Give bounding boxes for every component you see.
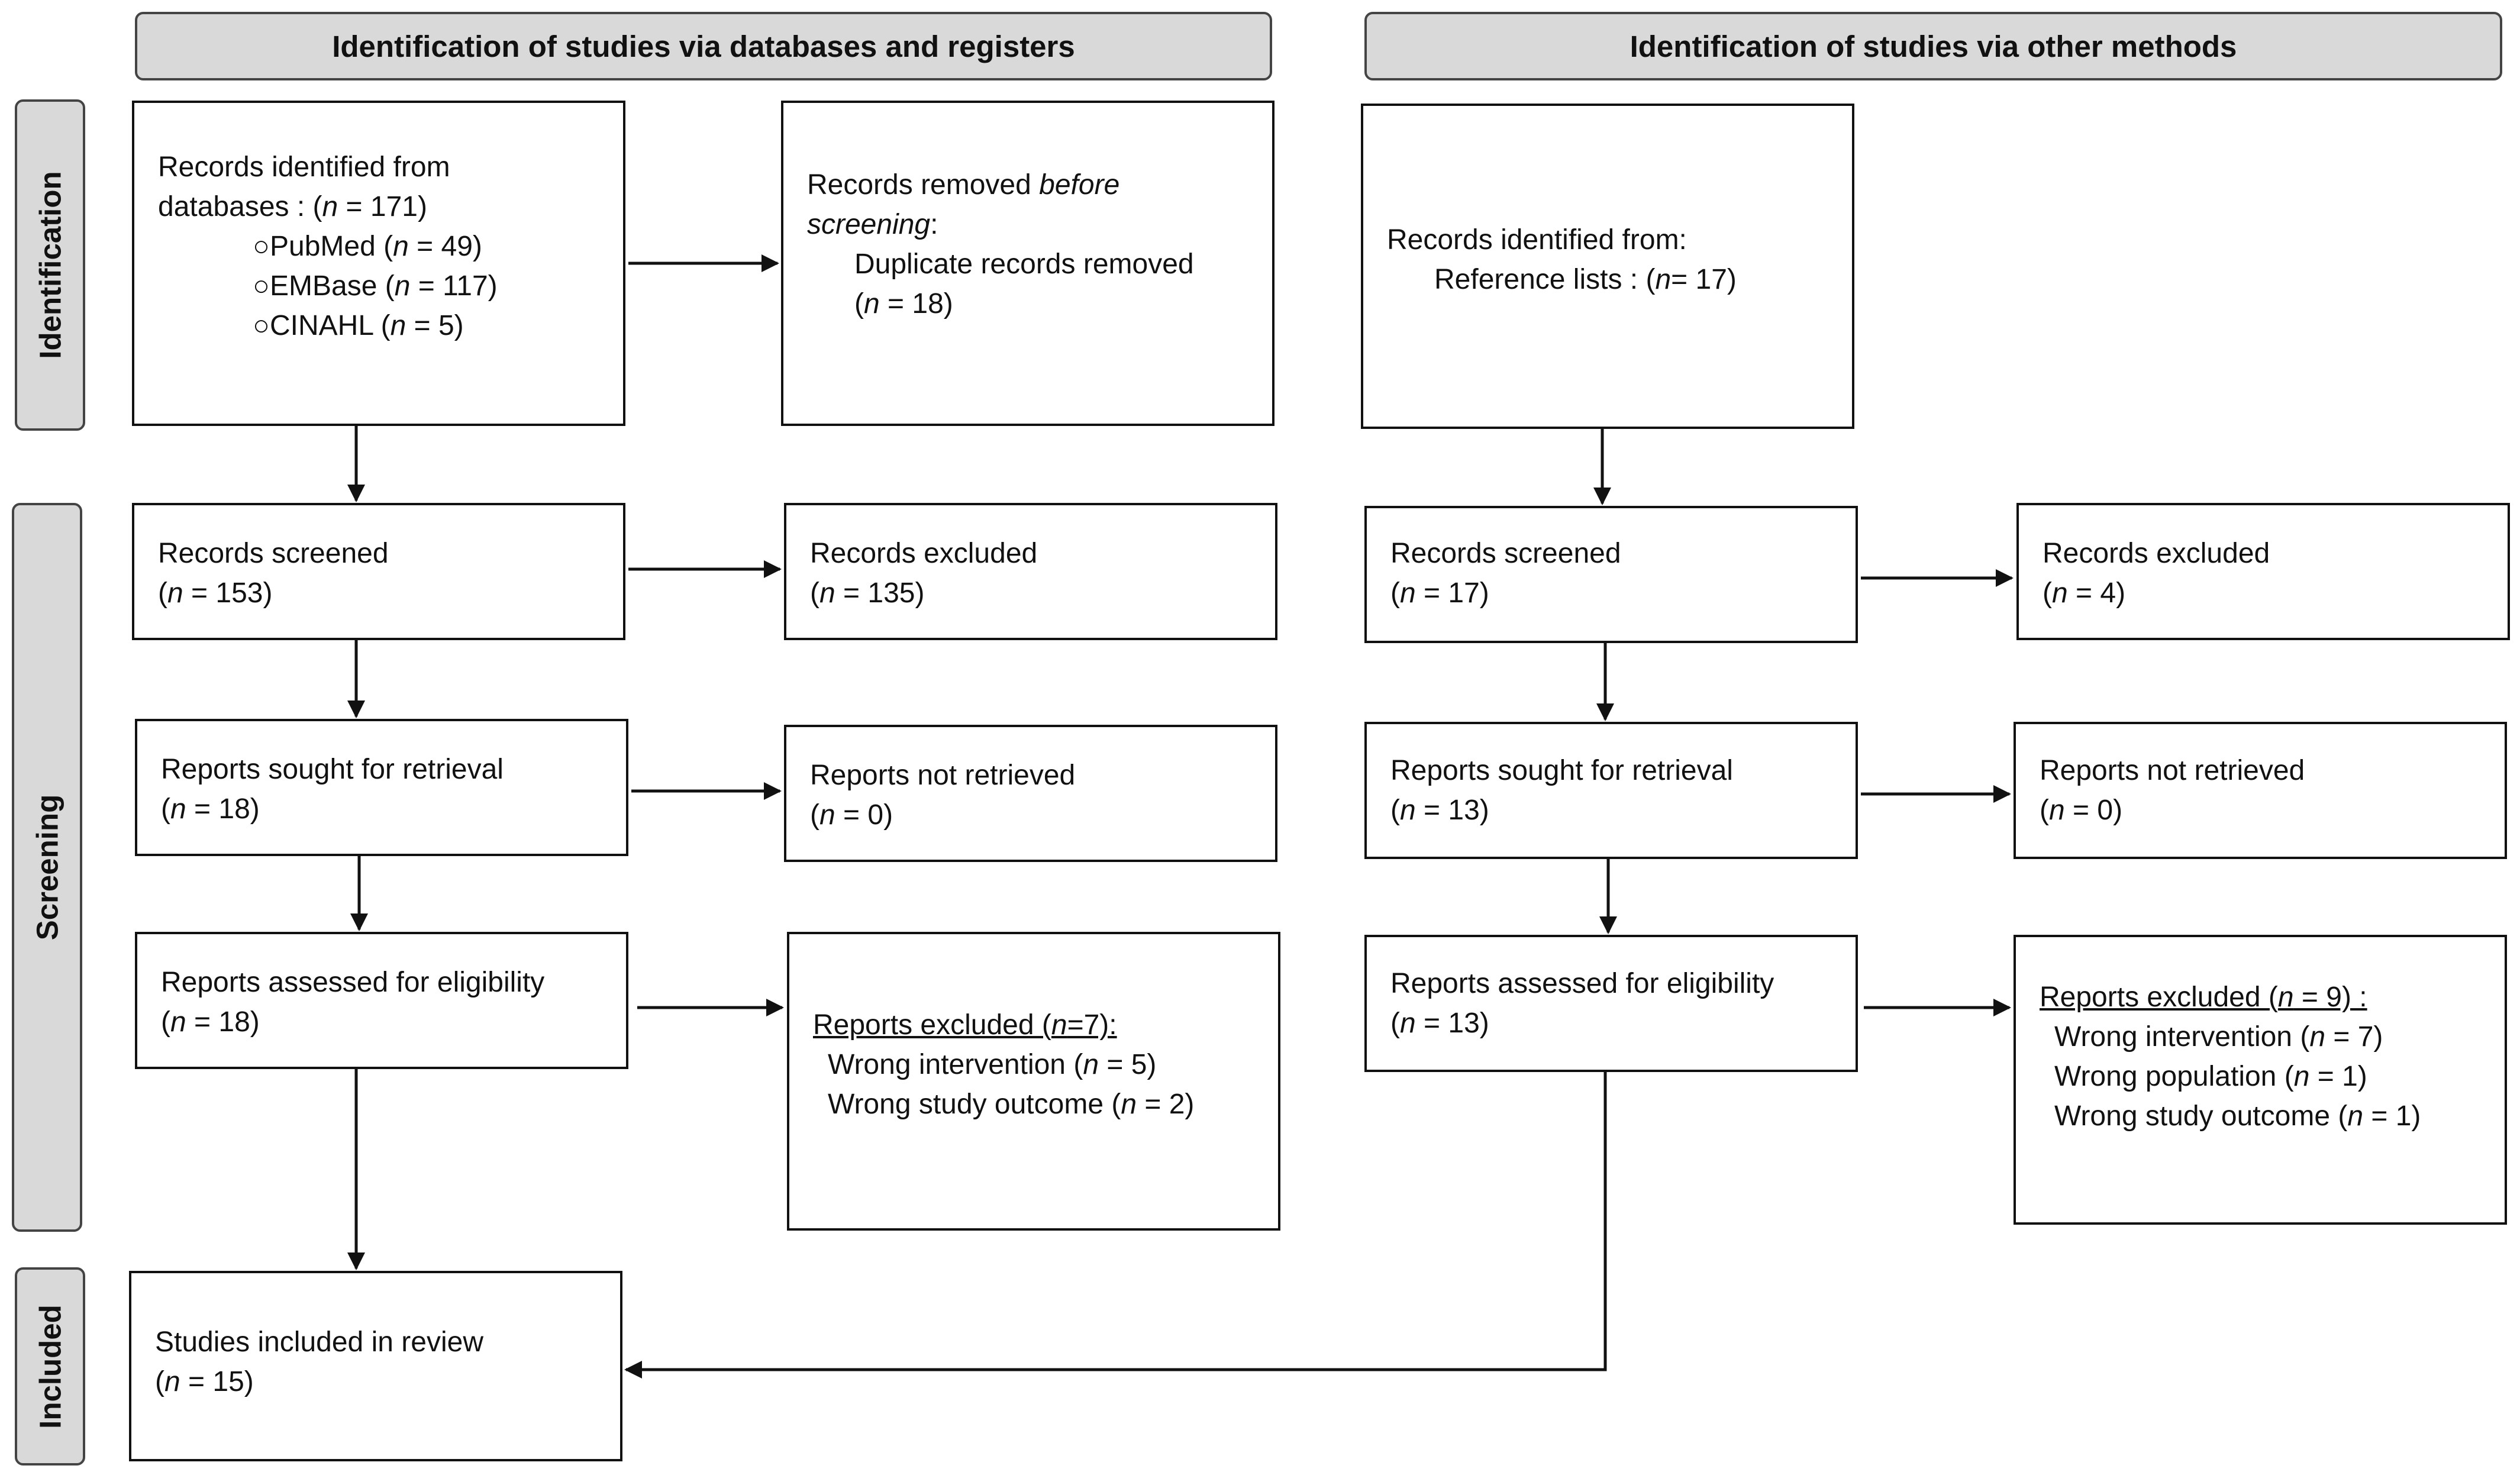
- text-line: Reports not retrieved: [2040, 755, 2305, 786]
- box-studies-included: Studies included in review (n = 15): [129, 1271, 622, 1461]
- text-line: (n = 13): [1390, 1008, 1489, 1039]
- source-embase: ○EMBase (n = 117): [253, 270, 498, 302]
- text-line: (n = 17): [1390, 577, 1489, 609]
- stage-identification: Identification: [15, 99, 85, 431]
- box-reports-assessed-right: Reports assessed for eligibility (n = 13…: [1364, 935, 1858, 1072]
- text-line: (n = 153): [158, 577, 273, 609]
- text-line: Records excluded: [2043, 538, 2270, 569]
- box-reports-assessed-left: Reports assessed for eligibility (n = 18…: [135, 932, 628, 1069]
- reason-item: Wrong intervention (n = 5): [828, 1049, 1157, 1080]
- text-line: Records excluded: [810, 538, 1038, 569]
- text-line: screening:: [807, 209, 938, 240]
- box-reports-excluded-right: Reports excluded (n = 9) : Wrong interve…: [2014, 935, 2507, 1225]
- box-records-screened-left: Records screened (n = 153): [132, 503, 625, 640]
- reason-item: Wrong population (n = 1): [2054, 1061, 2367, 1092]
- box-reports-not-retrieved-left: Reports not retrieved (n = 0): [784, 725, 1277, 862]
- reason-item: Wrong study outcome (n = 2): [828, 1089, 1195, 1120]
- reason-item: Wrong study outcome (n = 1): [2054, 1100, 2421, 1132]
- text-line: Records identified from: [158, 151, 450, 183]
- text-line: Reference lists : (n= 17): [1434, 264, 1737, 295]
- source-cinahl: ○CINAHL (n = 5): [253, 310, 464, 341]
- text-line: (n = 18): [161, 793, 260, 825]
- text-line: Studies included in review: [155, 1326, 483, 1358]
- box-records-excluded-left: Records excluded (n = 135): [784, 503, 1277, 640]
- box-records-identified-databases: Records identified from databases : (n =…: [132, 101, 625, 426]
- text-line: Records screened: [1390, 538, 1621, 569]
- text-line: Reports excluded (n = 9) :: [2040, 982, 2367, 1013]
- header-databases-registers: Identification of studies via databases …: [135, 12, 1272, 80]
- stage-included: Included: [15, 1267, 85, 1465]
- text-line: (n = 18): [854, 288, 953, 319]
- text-line: (n = 0): [2040, 795, 2123, 826]
- box-reports-sought-right: Reports sought for retrieval (n = 13): [1364, 722, 1858, 859]
- text-line: Reports excluded (n=7):: [813, 1009, 1117, 1041]
- text-line: Records removed before: [807, 169, 1120, 201]
- text-line: Reports not retrieved: [810, 760, 1076, 791]
- box-reports-not-retrieved-right: Reports not retrieved (n = 0): [2014, 722, 2507, 859]
- text-line: (n = 0): [810, 799, 893, 831]
- box-reports-excluded-left: Reports excluded (n=7): Wrong interventi…: [787, 932, 1280, 1231]
- header-other-label: Identification of studies via other meth…: [1630, 29, 2237, 63]
- reason-item: Wrong intervention (n = 7): [2054, 1021, 2383, 1053]
- box-records-removed: Records removed before screening: Duplic…: [781, 101, 1274, 426]
- box-records-excluded-right: Records excluded (n = 4): [2016, 503, 2510, 640]
- text-line: Duplicate records removed: [854, 248, 1194, 280]
- header-other-methods: Identification of studies via other meth…: [1364, 12, 2502, 80]
- box-reports-sought-left: Reports sought for retrieval (n = 18): [135, 719, 628, 856]
- text-line: (n = 4): [2043, 577, 2126, 609]
- stage-screening: Screening: [12, 503, 82, 1232]
- box-records-screened-right: Records screened (n = 17): [1364, 506, 1858, 643]
- source-pubmed: ○PubMed (n = 49): [253, 231, 482, 262]
- text-line: (n = 13): [1390, 795, 1489, 826]
- text-line: (n = 15): [155, 1366, 254, 1397]
- text-line: (n = 18): [161, 1006, 260, 1038]
- text-line: Reports sought for retrieval: [1390, 755, 1733, 786]
- arrow-other-assessed-to-included: [624, 1072, 1607, 1379]
- header-databases-label: Identification of studies via databases …: [332, 29, 1075, 63]
- text-line: Reports assessed for eligibility: [161, 967, 545, 998]
- text-line: databases : (n = 171): [158, 191, 427, 222]
- text-line: Reports assessed for eligibility: [1390, 968, 1774, 999]
- text-line: Records screened: [158, 538, 389, 569]
- text-line: (n = 135): [810, 577, 925, 609]
- text-line: Reports sought for retrieval: [161, 754, 504, 785]
- text-line: Records identified from:: [1387, 224, 1687, 256]
- box-records-identified-other: Records identified from: Reference lists…: [1361, 104, 1854, 429]
